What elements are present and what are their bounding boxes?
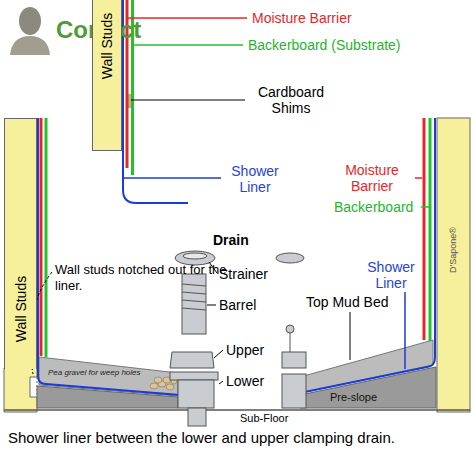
wall-stud: Wall Studs [4, 118, 37, 369]
strainer [276, 253, 304, 263]
part-label: Backerboard (Substrate) [248, 37, 401, 53]
wall-stud: Wall Studs [92, 0, 122, 151]
part-label: Sub-Floor [240, 412, 288, 425]
part-label: Pea gravel for weep holes [48, 368, 141, 378]
leader-line [131, 100, 245, 101]
leader-line [128, 17, 247, 19]
liner-line [38, 118, 180, 395]
upper-clamp [282, 352, 306, 368]
stud-label: Wall Studs [99, 13, 115, 79]
liner-line [290, 118, 435, 395]
backerboard-line [45, 118, 48, 357]
gravel [154, 377, 162, 383]
gravel [150, 383, 158, 389]
lower-flange [170, 372, 218, 380]
leader-line [134, 44, 243, 46]
leader-line [350, 312, 351, 360]
leader-line [421, 206, 429, 208]
leader-lines [30, 262, 350, 384]
bust-icon [10, 7, 50, 55]
mud-bed [39, 357, 178, 396]
backerboard-line [429, 118, 432, 341]
part-label: Moisture Barrier [252, 10, 352, 26]
part-label: Drain [213, 232, 249, 248]
stud-label: Wall Studs [13, 276, 29, 342]
watermark: D'Sapone® [448, 227, 459, 273]
icon-head [19, 7, 41, 35]
lower-body [282, 374, 306, 408]
leader-line [219, 381, 223, 384]
leader-line [207, 305, 216, 306]
drain-pipe [188, 408, 206, 426]
leader-line [404, 292, 406, 369]
barrel-thread [182, 284, 206, 310]
part-label: Barrel [219, 297, 256, 313]
barrel [182, 274, 206, 334]
leader-line [124, 177, 221, 179]
leader-line [415, 177, 422, 179]
part-label: Backerboard [334, 199, 413, 215]
part-label: Cardboard Shims [248, 84, 334, 116]
stud-notch [4, 368, 37, 412]
part-label: Shower Liner [360, 259, 422, 291]
bolt-head [286, 325, 294, 333]
mud-bed [300, 340, 433, 393]
stud [437, 118, 470, 412]
part-label: Wall studs notched out for the liner. [55, 262, 227, 294]
part-label: Lower [226, 373, 264, 389]
part-label: Pre-slope [330, 391, 377, 404]
wall-detail [123, 0, 247, 203]
diagram-caption: Shower liner between the lower and upper… [8, 429, 395, 447]
part-label: Shower Liner [224, 163, 286, 195]
upper-clamp [170, 352, 214, 368]
drain [170, 251, 306, 426]
strainer-grate [183, 253, 207, 259]
gravel [166, 384, 174, 390]
moisture-barrier-line [423, 118, 426, 340]
icon-shoulders [10, 36, 50, 55]
moisture-barrier-line [40, 118, 43, 356]
leader-line [214, 350, 223, 358]
part-label: Upper [226, 342, 264, 358]
part-label: Moisture Barrier [330, 162, 414, 194]
sub-floor [4, 409, 470, 411]
part-label: Top Mud Bed [306, 294, 389, 310]
lower-body [178, 380, 214, 408]
